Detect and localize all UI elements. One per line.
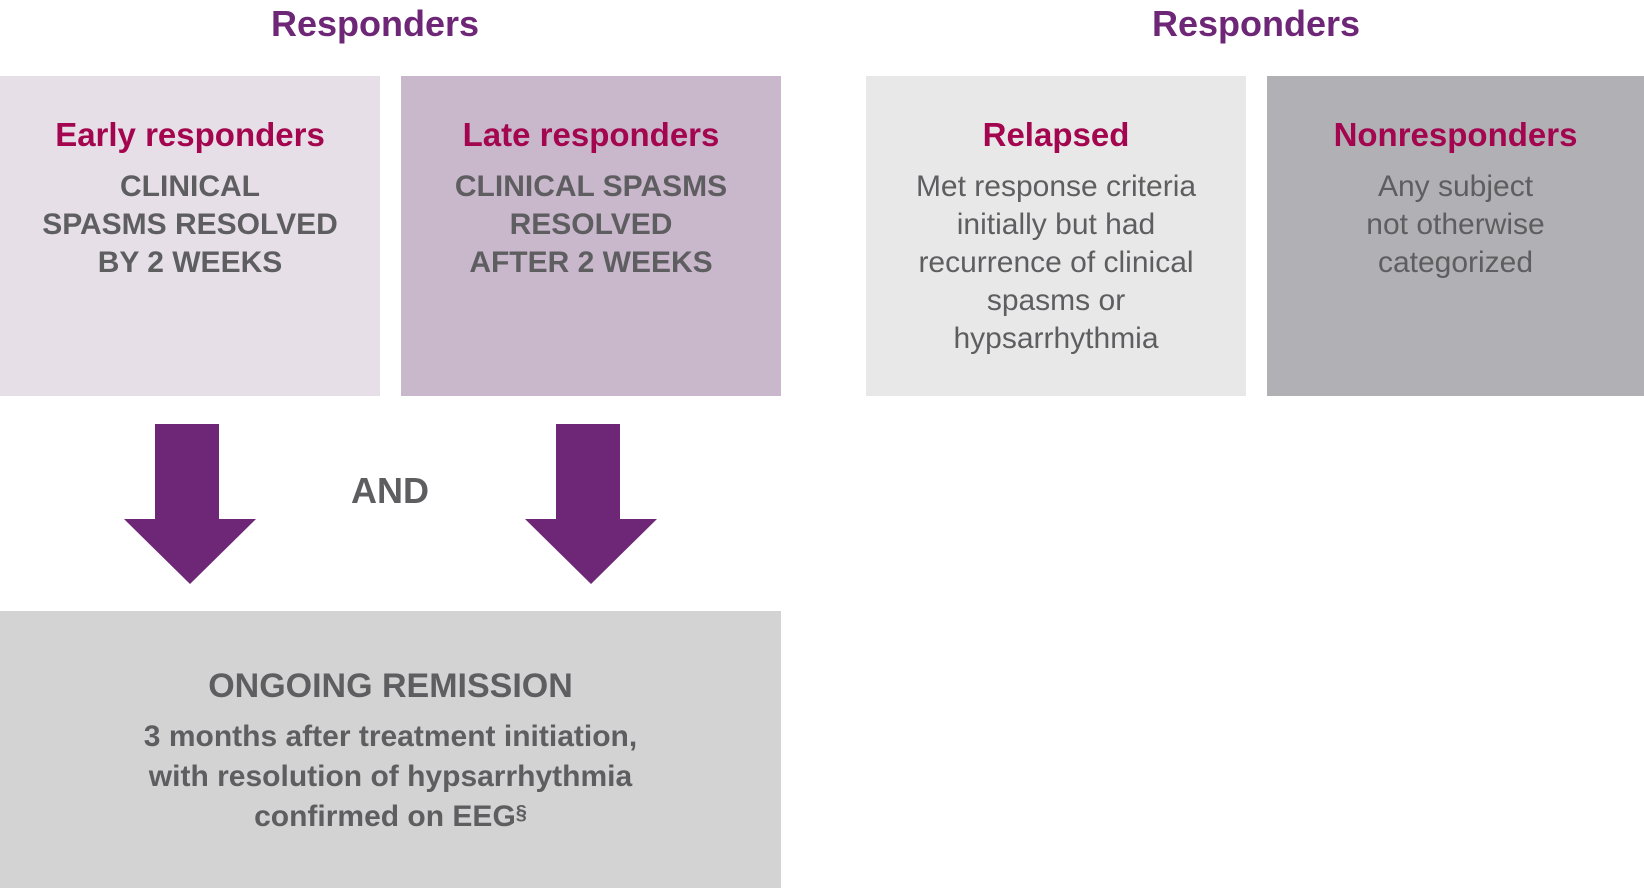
early-responders-box: Early responders CLINICAL SPASMS RESOLVE… <box>0 76 380 396</box>
nonresponders-description: Any subject not otherwise categorized <box>1267 168 1644 282</box>
description-line: Any subject <box>1377 170 1534 203</box>
description-line: SPASMS RESOLVED <box>42 208 338 241</box>
right-heading: Responders <box>1151 3 1361 44</box>
relapsed-description: Met response criteria initially but had … <box>866 168 1246 358</box>
relapsed-title: Relapsed <box>982 116 1130 153</box>
nonresponders-title: Nonresponders <box>1333 116 1578 153</box>
description-line: CLINICAL <box>120 170 260 203</box>
description-line: recurrence of clinical <box>918 246 1194 279</box>
description-line-text: confirmed on EEG <box>254 800 516 833</box>
relapsed-box: Relapsed Met response criteria initially… <box>866 76 1246 396</box>
footnote-mark: § <box>515 802 527 824</box>
description-line: BY 2 WEEKS <box>97 246 283 279</box>
description-line: categorized <box>1377 246 1534 279</box>
arrow-shape <box>525 424 657 584</box>
description-line: with resolution of hypsarrhythmia <box>148 760 633 793</box>
ongoing-remission-box: ONGOING REMISSION 3 months after treatme… <box>0 611 781 888</box>
right-down-arrow-icon <box>525 424 657 584</box>
early-responders-title: Early responders <box>55 116 325 153</box>
description-line: initially but had <box>956 208 1156 241</box>
description-line: hypsarrhythmia <box>953 322 1159 355</box>
description-line: AFTER 2 WEEKS <box>469 246 713 279</box>
description-line: 3 months after treatment initiation, <box>143 720 638 753</box>
description-line: RESOLVED <box>509 208 673 241</box>
left-heading: Responders <box>270 3 480 44</box>
description-line: CLINICAL SPASMS <box>454 170 728 203</box>
left-down-arrow-icon <box>124 424 256 584</box>
ongoing-remission-title: ONGOING REMISSION <box>208 667 573 705</box>
and-label: AND <box>351 470 429 511</box>
late-responders-description: CLINICAL SPASMS RESOLVED AFTER 2 WEEKS <box>401 168 781 282</box>
late-responders-title: Late responders <box>462 116 720 153</box>
description-line: spasms or <box>986 284 1126 317</box>
early-responders-description: CLINICAL SPASMS RESOLVED BY 2 WEEKS <box>0 168 380 282</box>
arrow-shape <box>124 424 256 584</box>
ongoing-remission-description: 3 months after treatment initiation, wit… <box>0 717 781 837</box>
description-line: not otherwise <box>1366 208 1545 241</box>
nonresponders-box: Nonresponders Any subject not otherwise … <box>1267 76 1644 396</box>
description-line-last: confirmed on EEG§ <box>0 797 781 837</box>
description-line: Met response criteria <box>915 170 1197 203</box>
late-responders-box: Late responders CLINICAL SPASMS RESOLVED… <box>401 76 781 396</box>
